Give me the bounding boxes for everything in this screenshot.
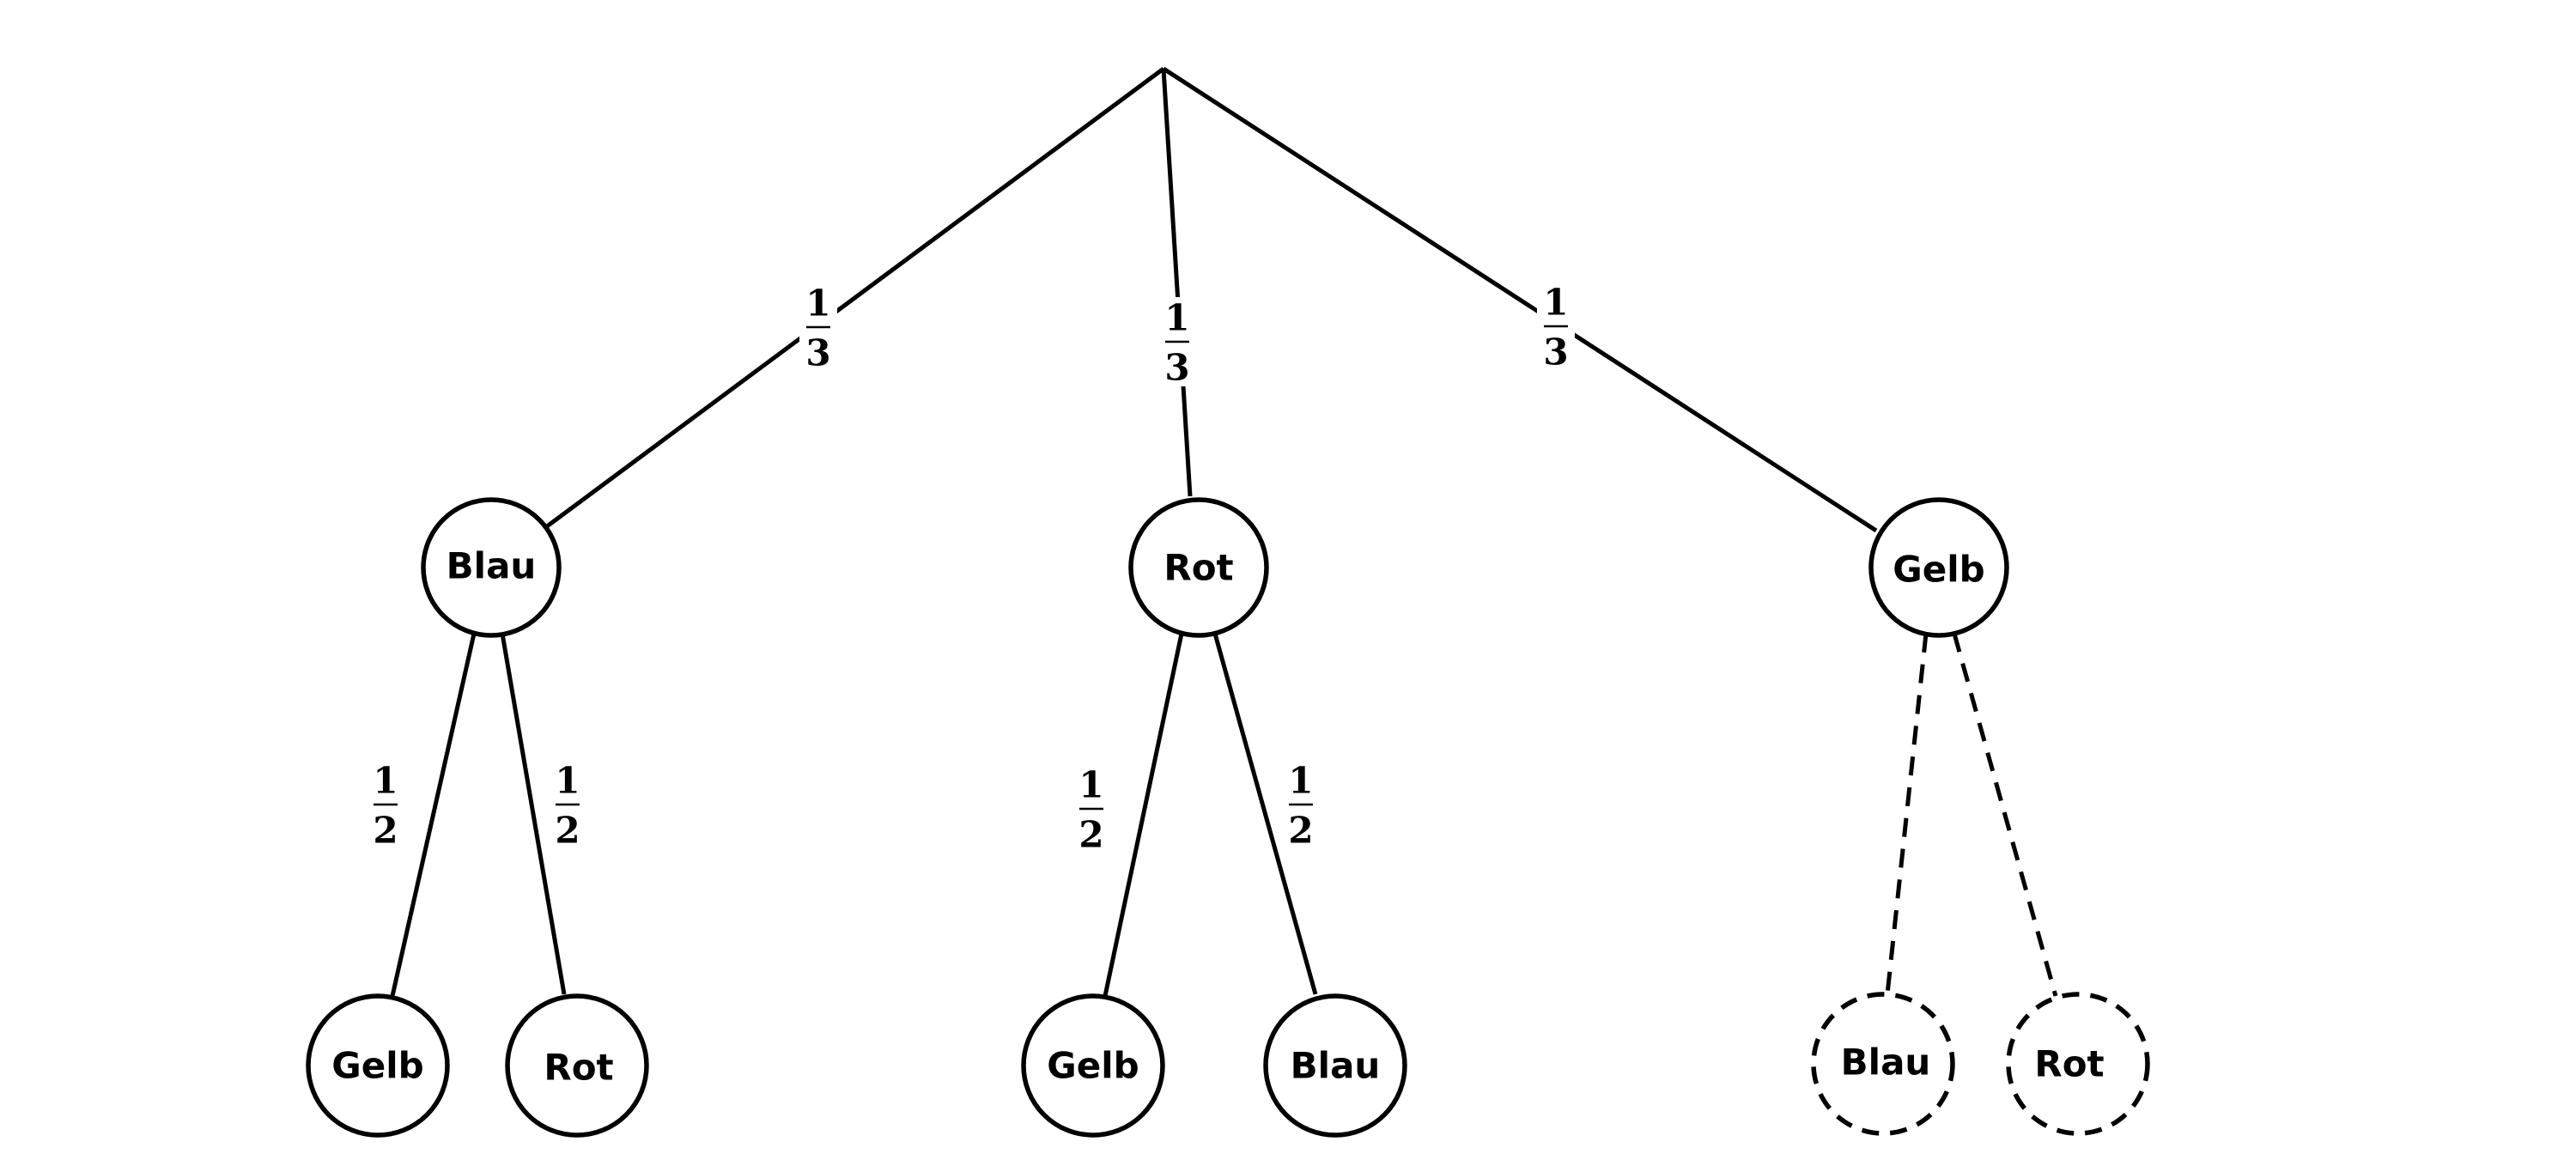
node-circle (1128, 497, 1269, 638)
node-circle (505, 993, 649, 1138)
probability-denominator: 2 (373, 810, 398, 852)
node-circle (2006, 992, 2150, 1136)
probability-numerator: 1 (555, 760, 580, 802)
edge-gelb-rot (1952, 633, 2058, 997)
probability-blau-gelb: 1 2 (373, 760, 398, 852)
edge-gelb-blau (1885, 633, 1929, 995)
probability-denominator: 2 (1078, 814, 1103, 856)
node-circle (1811, 992, 1955, 1136)
probability-denominator: 3 (1543, 331, 1568, 373)
node-label: Rot (544, 1047, 613, 1089)
probability-root-rot: 1 3 (1158, 297, 1196, 389)
probability-denominator: 2 (555, 810, 580, 852)
probability-denominator: 2 (1288, 810, 1313, 852)
edge-blau-gelb (390, 633, 477, 997)
node-blau: Blau (421, 497, 562, 638)
probability-numerator: 1 (1078, 764, 1103, 806)
node-label: Blau (447, 545, 537, 587)
node-gelb-blau: Blau (1811, 992, 1955, 1136)
node-rot-blau: Blau (1263, 993, 1407, 1138)
node-gelb: Gelb (1868, 497, 2009, 638)
edge-root-gelb (1162, 66, 1878, 533)
node-circle (306, 993, 450, 1138)
probability-numerator: 1 (373, 760, 398, 802)
node-rot: Rot (1128, 497, 1269, 638)
probability-rot-gelb: 1 2 (1078, 764, 1103, 856)
node-label: Blau (1291, 1045, 1381, 1087)
node-circle (421, 497, 562, 638)
edge-root-blau (545, 66, 1165, 529)
probability-numerator: 1 (1164, 297, 1189, 339)
edge-blau-rot (500, 633, 567, 995)
probability-numerator: 1 (1543, 282, 1568, 324)
node-blau-rot: Rot (505, 993, 649, 1138)
node-gelb-rot: Rot (2006, 992, 2150, 1136)
probability-numerator: 1 (805, 282, 830, 325)
probability-denominator: 3 (805, 332, 830, 374)
probability-root-gelb: 1 3 (1537, 282, 1575, 373)
probability-blau-rot: 1 2 (555, 760, 580, 852)
node-label: Rot (2034, 1043, 2104, 1085)
probability-numerator: 1 (1288, 760, 1313, 802)
node-label: Blau (1841, 1042, 1931, 1084)
node-blau-gelb: Gelb (306, 993, 450, 1138)
probability-denominator: 3 (1164, 347, 1189, 389)
node-circle (1021, 993, 1165, 1138)
edge-rot-blau (1212, 633, 1318, 995)
edge-root-rot (1161, 68, 1193, 497)
node-label: Gelb (331, 1045, 423, 1087)
node-circle (1263, 993, 1407, 1138)
node-rot-gelb: Gelb (1021, 993, 1165, 1138)
probability-rot-blau: 1 2 (1288, 760, 1313, 852)
edge-rot-gelb (1103, 633, 1184, 997)
node-circle (1868, 497, 2009, 638)
node-label: Gelb (1047, 1045, 1139, 1087)
probability-root-blau: 1 3 (799, 282, 837, 374)
node-label: Rot (1163, 547, 1233, 589)
node-label: Gelb (1893, 549, 1984, 591)
